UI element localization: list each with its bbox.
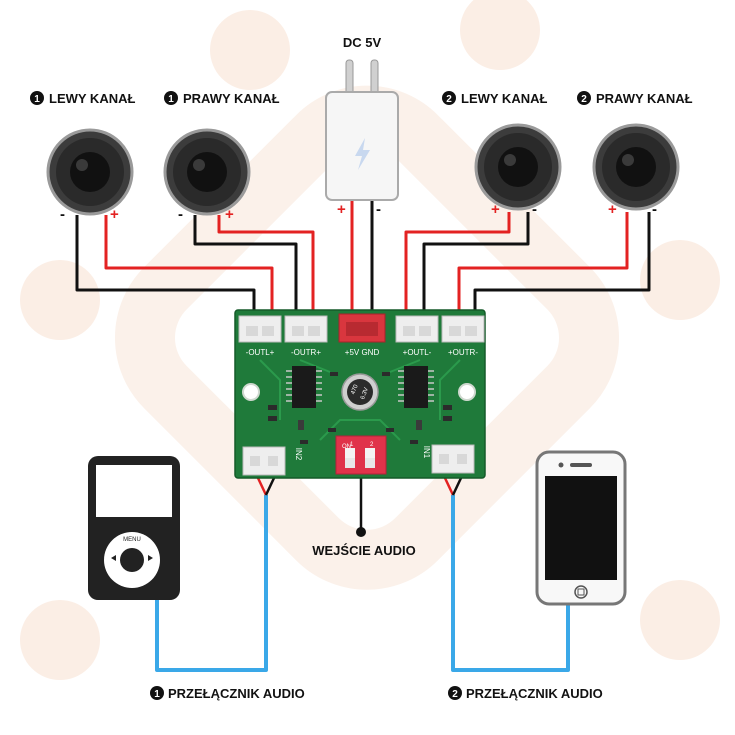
label-ch2-left: LEWY KANAŁ [461,91,547,106]
badge-two-ch2-right: 2 [581,94,587,105]
polarity-plus-power: + [337,201,346,218]
connector-outr-2: +OUTR- [441,315,485,357]
speaker-ch2-right [592,123,680,211]
wire-ch1-right-minus [193,215,298,317]
badge-one-switch: 1 [154,689,160,700]
dip-2-label: 2 [370,442,374,448]
polarity-plus-s1: + [110,206,119,223]
label-outr-1: -OUTR+ [291,348,321,357]
label-group-ch1-left: 1 LEWY KANAŁ [30,91,135,106]
polarity-plus-s2: + [225,206,234,223]
label-ch1-left: LEWY KANAŁ [49,91,135,106]
speaker-ch2-left [474,123,562,211]
speaker-wires [75,200,651,318]
label-outl-1: -OUTL+ [246,348,275,357]
connector-outl-1: -OUTL+ [238,315,282,357]
lightning-icon [355,138,370,170]
badge-one-ch1-left: 1 [34,94,40,105]
label-outr-2: +OUTR- [448,348,478,357]
audio-input-pointer [356,470,366,537]
dip-1-label: 1 [350,442,354,448]
label-group-ch1-right: 1 PRAWY KANAŁ [164,91,280,106]
label-switch-1: PRZEŁĄCZNIK AUDIO [168,686,305,701]
label-ch2-right: PRAWY KANAŁ [596,91,693,106]
mp3-player: MENU [88,456,180,600]
connector-power: +5V GND [338,313,386,357]
amplifier-chip-left [286,366,322,408]
amplifier-board: -OUTL+ -OUTR+ +5V GND +OUTL- +OUTR- [234,309,486,479]
badge-two-ch2-left: 2 [446,94,452,105]
smartphone [535,450,627,606]
badge-one-ch1-right: 1 [168,94,174,105]
speaker-ch1-left [46,128,134,216]
dip-on-label: ON [342,444,351,450]
label-outl-2: +OUTL- [403,348,432,357]
smd-components [268,372,452,444]
power-adapter [325,59,399,201]
polarity-minus-power: - [376,201,381,218]
wire-ch2-right-plus [457,212,629,317]
badge-two-switch: 2 [452,689,458,700]
polarity-plus-s4: + [608,201,617,218]
label-in1: IN1 [422,446,431,459]
label-audio-input: WEJŚCIE AUDIO [312,543,416,558]
audio-wires [155,477,570,672]
polarity-minus-s2: - [178,206,183,223]
speaker-ch1-right [163,128,251,216]
connector-outr-1: -OUTR+ [284,315,328,357]
label-group-ch2-left: 2 LEWY KANAŁ [442,91,547,106]
capacitor-voltage: 6.3V [360,387,370,401]
polarity-minus-s3: - [532,201,537,218]
label-group-switch-2: 2 PRZEŁĄCZNIK AUDIO [448,686,603,701]
polarity-plus-s3: + [491,201,500,218]
wire-ch2-left-plus [404,212,511,317]
wire-ch2-right-minus [473,212,651,317]
amplifier-chip-right [398,366,434,408]
wire-ch1-right-plus [217,215,315,317]
wire-in2-audio [155,495,268,672]
polarity-minus-s1: - [60,206,65,223]
label-power: +5V GND [345,348,380,357]
polarity-markers: - + - + + - + - + - [60,201,657,223]
wire-ch2-left-minus [422,212,530,317]
connector-outl-2: +OUTL- [395,315,439,357]
capacitor-value: 470 [351,383,360,395]
capacitor: 470 6.3V [341,373,379,411]
connector-in2: IN2 [242,446,303,476]
label-group-ch2-right: 2 PRAWY KANAŁ [577,91,693,106]
wire-in1-audio [451,495,570,672]
label-ch1-right: PRAWY KANAŁ [183,91,280,106]
player-menu-label: MENU [123,537,141,543]
label-dc-5v: DC 5V [343,35,382,50]
wire-ch1-left-minus [75,215,256,317]
connector-in1: IN1 [422,444,475,474]
label-in2: IN2 [294,448,303,461]
wire-ch1-left-plus [104,215,274,317]
label-switch-2: PRZEŁĄCZNIK AUDIO [466,686,603,701]
dip-switch[interactable]: ON 1 2 [335,435,387,475]
label-group-switch-1: 1 PRZEŁĄCZNIK AUDIO [150,686,305,701]
polarity-minus-s4: - [652,201,657,218]
